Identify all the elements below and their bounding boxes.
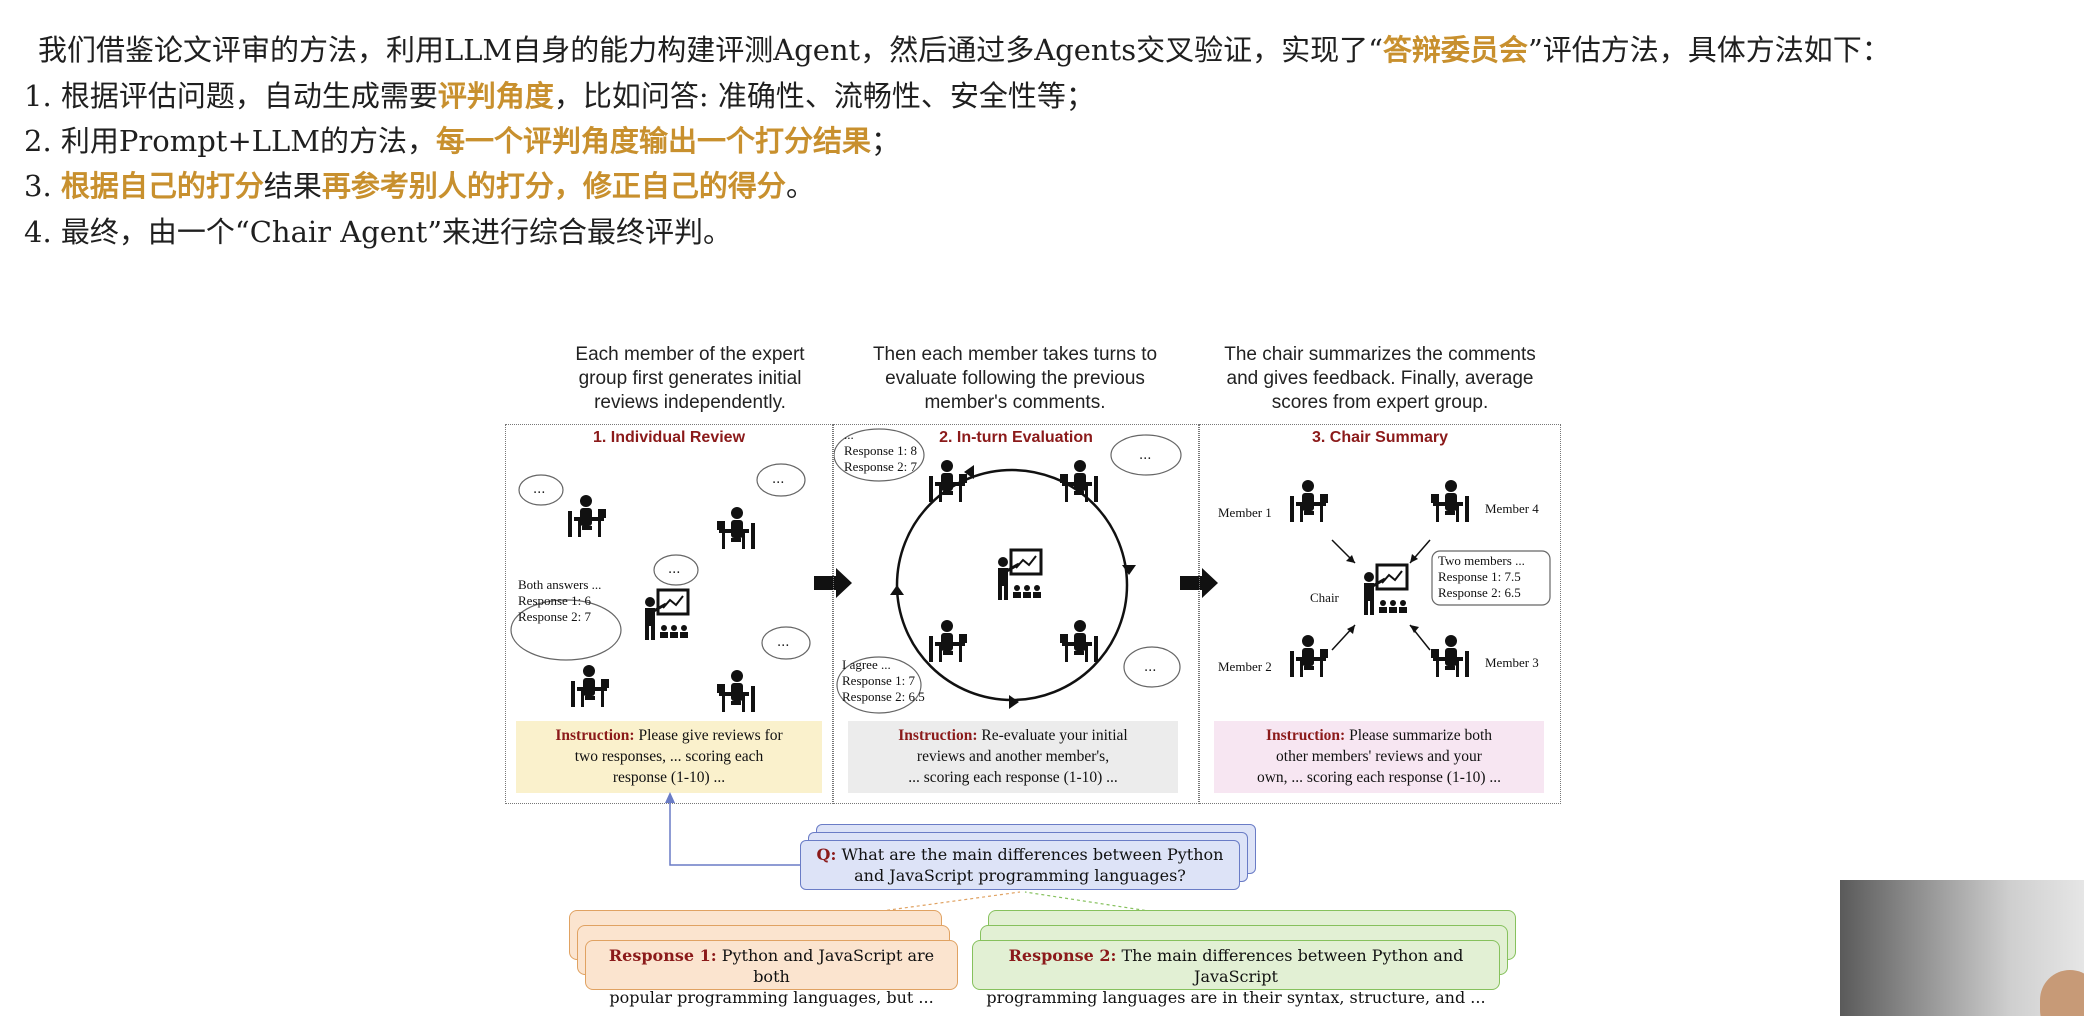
caption-line: and gives feedback. Finally, average	[1226, 368, 1534, 389]
chair-note: Two members ... Response 1: 7.5 Response…	[1438, 553, 1525, 601]
intro-line-4: 4. 最终，由一个“Chair Agent”来进行综合最终评判。	[24, 215, 733, 249]
webcam-video	[1840, 880, 2084, 1016]
svg-text:...: ...	[668, 562, 680, 577]
member-4-label: Member 4	[1485, 501, 1539, 516]
member-1-label: Member 1	[1218, 505, 1272, 520]
caption-individual-review: Each member of the expert group first ge…	[520, 343, 860, 415]
instruction-chair: Instruction: Please summarize both other…	[1214, 721, 1544, 793]
caption-in-turn-evaluation: Then each member takes turns to evaluate…	[845, 343, 1185, 415]
intro-line-0: 我们借鉴论文评审的方法，利用LLM自身的能力构建评测Agent，然后通过多Age…	[38, 33, 1891, 67]
instruction-text: reviews and another member's,	[916, 748, 1110, 765]
instruction-text: ... scoring each response (1-10) ...	[908, 769, 1118, 786]
svg-text:...: ...	[533, 482, 545, 497]
caption-chair-summary: The chair summarizes the comments and gi…	[1195, 343, 1565, 415]
svg-text:...: ...	[1144, 660, 1156, 675]
caption-line: Then each member takes turns to	[872, 344, 1158, 365]
panel-chair-summary: 3. Chair Summary Member 1 Member 4 Chair…	[1199, 424, 1561, 804]
chair-summary-illustration	[1290, 480, 1551, 677]
note-line: Response 1: 7.5	[1438, 569, 1521, 584]
in-turn-evaluation-illustration: ... ...	[834, 428, 1182, 714]
note-line: Response 2: 6.5	[1438, 585, 1521, 600]
instruction-text: two responses, ... scoring each	[574, 748, 764, 765]
note-line: I agree ...	[842, 657, 891, 672]
panel-title: 1. Individual Review	[592, 429, 746, 446]
note-line: Response 1: 6	[518, 593, 591, 608]
caption-line: The chair summarizes the comments	[1224, 344, 1536, 365]
caption-line: Each member of the expert	[575, 344, 805, 365]
response-text: The main differences between Python and …	[1121, 946, 1464, 986]
response-label: Response 2:	[1008, 946, 1117, 965]
instruction-label: Instruction:	[1265, 727, 1346, 744]
panel-individual-review: 1. Individual Review ... ... ... ... Bot…	[505, 424, 833, 804]
member-3-label: Member 3	[1485, 655, 1539, 670]
question-text: What are the main differences between Py…	[841, 845, 1224, 864]
instruction-text: Please give reviews for	[638, 727, 783, 744]
question-label: Q:	[816, 845, 837, 864]
instruction-in-turn: Instruction: Re-evaluate your initial re…	[848, 721, 1178, 793]
intro-line-1: 1. 根据评估问题，自动生成需要评判角度，比如问答: 准确性、流畅性、安全性等；	[24, 79, 1095, 113]
question-box: Q: What are the main differences between…	[800, 840, 1240, 890]
instruction-text: Re-evaluate your initial	[981, 727, 1128, 744]
caption-line: group first generates initial	[578, 368, 802, 389]
instruction-text: other members' reviews and your	[1276, 748, 1482, 765]
note-line: Two members ...	[1438, 553, 1525, 568]
panel-title: 3. Chair Summary	[1311, 429, 1449, 446]
note-line: Response 1: 7	[842, 673, 915, 688]
member-2-label: Member 2	[1218, 659, 1272, 674]
instruction-label: Instruction:	[555, 727, 635, 744]
response-label: Response 1:	[608, 946, 717, 965]
instruction-text: response (1-10) ...	[612, 769, 726, 786]
caption-line: reviews independently.	[594, 392, 786, 413]
note-line: Response 2: 7	[844, 459, 917, 474]
bottom-note: I agree ... Response 1: 7 Response 2: 6.…	[842, 657, 925, 705]
intro-line-3: 3. 根据自己的打分结果再参考别人的打分，修正自己的得分。	[24, 169, 815, 203]
caption-line: evaluate following the previous	[885, 368, 1145, 389]
response-text: Python and JavaScript are both	[721, 946, 935, 986]
top-note: ... Response 1: 8 Response 2: 7	[844, 427, 917, 475]
chair-label: Chair	[1310, 590, 1339, 605]
panel-in-turn-evaluation: 2. In-turn Evaluation ... ... ... Respon…	[833, 424, 1199, 804]
question-text: and JavaScript programming languages?	[854, 866, 1186, 885]
instruction-text: own, ... scoring each response (1-10) ..…	[1256, 769, 1502, 786]
individual-review-illustration: ... ... ... ...	[510, 463, 811, 712]
review-notes: Both answers ... Response 1: 6 Response …	[518, 577, 601, 625]
note-line: Response 1: 8	[844, 443, 917, 458]
svg-text:...: ...	[1139, 448, 1151, 463]
instruction-text: Please summarize both	[1349, 727, 1492, 744]
caption-line: member's comments.	[924, 392, 1106, 413]
note-line: Response 2: 6.5	[842, 689, 925, 704]
note-line: ...	[844, 427, 854, 442]
response-1-box: Response 1: Python and JavaScript are bo…	[585, 940, 958, 1007]
instruction-label: Instruction:	[898, 727, 978, 744]
response-text: programming languages are in their synta…	[986, 988, 1486, 1007]
response-2-box: Response 2: The main differences between…	[972, 940, 1500, 1007]
caption-line: scores from expert group.	[1271, 392, 1489, 413]
svg-text:...: ...	[777, 635, 789, 650]
note-line: Both answers ...	[518, 577, 602, 592]
response-text: popular programming languages, but ...	[609, 988, 934, 1007]
instruction-individual: Instruction: Please give reviews for two…	[516, 721, 822, 793]
svg-text:...: ...	[772, 472, 784, 487]
note-line: Response 2: 7	[518, 609, 591, 624]
intro-line-2: 2. 利用Prompt+LLM的方法，每一个评判角度输出一个打分结果；	[24, 124, 900, 158]
panel-title: 2. In-turn Evaluation	[939, 429, 1093, 446]
